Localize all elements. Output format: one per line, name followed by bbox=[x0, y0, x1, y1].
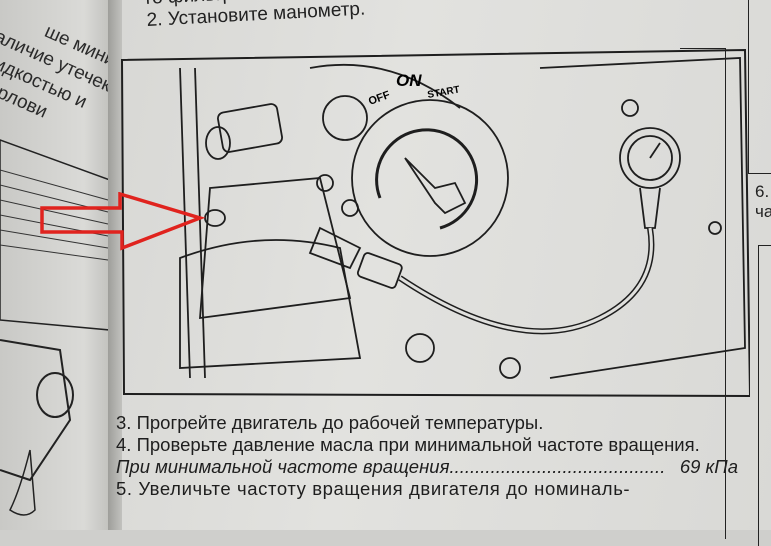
right-page bbox=[122, 0, 771, 530]
spec-value: 69 кПа bbox=[679, 456, 738, 477]
left-page: ше минимал наличие утечек ей жидкостью и… bbox=[0, 0, 120, 530]
side-fragment-line: 6. bbox=[755, 182, 770, 201]
step-4: 4. Проверьте давление масла при минималь… bbox=[116, 434, 700, 455]
red-arrow-icon bbox=[40, 192, 206, 251]
spec-row: При минимальной частоте вращения .......… bbox=[116, 456, 738, 478]
on-label: ON bbox=[396, 71, 422, 90]
spec-label: При минимальной частоте вращения bbox=[116, 456, 450, 477]
step-5: 5. Увеличьте частоту вращения двигателя … bbox=[116, 478, 631, 499]
ignition-circle bbox=[351, 99, 509, 257]
figure-border bbox=[120, 48, 750, 398]
spec-dots: ........................................… bbox=[449, 456, 666, 477]
step-3: 3. Прогрейте двигатель до рабочей темпер… bbox=[116, 412, 544, 433]
off-label: OFF bbox=[367, 89, 392, 108]
instruction-text: 3. Прогрейте двигатель до рабочей темпер… bbox=[116, 412, 738, 500]
side-fragment: 6. ча bbox=[755, 182, 771, 222]
pressure-gauge bbox=[619, 127, 681, 189]
start-label: START bbox=[427, 84, 461, 100]
right-box-upper bbox=[748, 0, 771, 174]
left-page-illustration bbox=[0, 139, 111, 516]
right-box-edge bbox=[680, 48, 726, 539]
right-box-lower bbox=[758, 245, 771, 546]
engine-figure: OFF ON START bbox=[120, 48, 750, 398]
side-fragment-line: ча bbox=[755, 202, 771, 221]
